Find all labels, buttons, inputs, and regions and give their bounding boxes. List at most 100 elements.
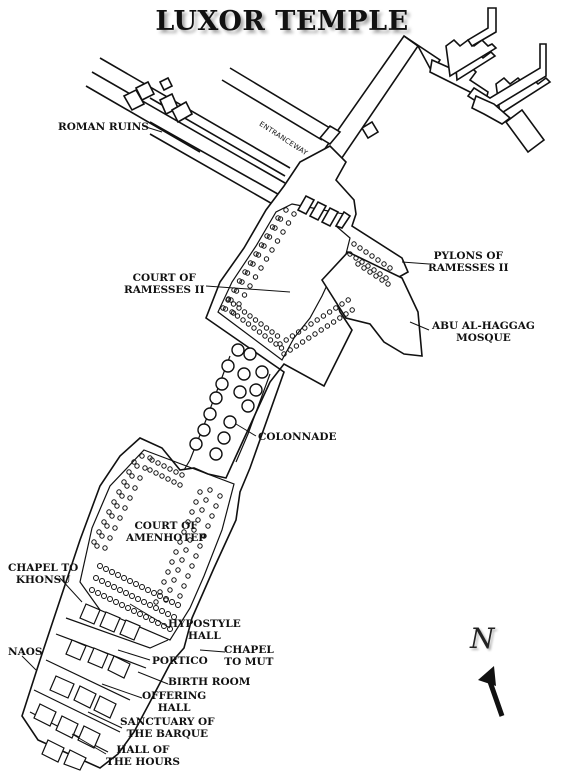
column-dot — [351, 241, 357, 247]
column-dot — [157, 589, 163, 595]
column-dot — [324, 323, 331, 329]
column-dot — [308, 321, 314, 327]
column-dot — [357, 245, 363, 251]
column-dot — [121, 575, 127, 581]
column-dot — [280, 229, 286, 235]
column-dot — [97, 563, 103, 569]
column-dot — [355, 261, 361, 267]
column-dot — [113, 599, 119, 605]
column-dot — [269, 224, 276, 230]
column-dot — [225, 297, 231, 303]
column-dot — [171, 577, 177, 583]
column-dot — [263, 256, 270, 262]
page-title: LUXOR TEMPLE — [155, 6, 409, 37]
column-dot — [261, 243, 267, 249]
column-dot — [272, 225, 278, 231]
column-dot — [277, 341, 283, 347]
column-dot — [302, 325, 308, 331]
column-dot — [242, 269, 248, 275]
column-dot — [241, 292, 248, 298]
column-dot — [117, 587, 123, 593]
column-dot — [159, 608, 165, 614]
column-dot — [263, 325, 270, 331]
column-dot — [99, 578, 105, 584]
column-dot — [131, 459, 137, 465]
amenhotep-court-columns — [89, 453, 223, 632]
column-dot — [104, 523, 110, 529]
column-dot — [330, 319, 337, 325]
temple-outline — [21, 145, 410, 769]
column-dot — [281, 351, 287, 357]
north-letter: N — [470, 622, 495, 655]
label-portico: PORTICO — [152, 655, 208, 667]
column-dot — [381, 261, 387, 267]
column-dot — [165, 611, 171, 617]
column-dot — [347, 251, 353, 257]
column-dot — [306, 335, 312, 341]
column-dot — [379, 277, 385, 283]
column-dot — [244, 270, 251, 276]
column-dot — [189, 563, 195, 569]
column-dot — [134, 463, 140, 469]
column-dot — [369, 253, 375, 259]
column-dot — [247, 260, 254, 266]
column-dot — [171, 614, 177, 620]
column-dot — [222, 306, 229, 312]
column-dot — [293, 343, 300, 349]
column-dot — [111, 584, 117, 590]
column-dot — [169, 599, 175, 605]
column-dot — [367, 269, 373, 275]
label-naos: NAOS — [8, 646, 43, 658]
column-dot — [256, 329, 263, 335]
column-dot — [122, 505, 128, 511]
column-dot — [337, 315, 343, 321]
column-dot — [291, 211, 297, 217]
column-dot — [345, 297, 351, 303]
column-dot — [171, 479, 177, 485]
column-dot — [96, 529, 102, 535]
column-dot — [373, 273, 379, 279]
column-dot — [375, 257, 381, 263]
column-dot — [247, 283, 253, 289]
column-dot — [153, 599, 159, 605]
column-dot — [119, 493, 125, 499]
column-dot — [385, 281, 391, 287]
mosque-building — [320, 251, 423, 357]
column-dot — [285, 220, 292, 226]
column-dot — [269, 329, 275, 335]
column-dot — [220, 305, 226, 311]
column-dot — [209, 513, 215, 519]
column-dot — [333, 305, 339, 311]
column-dot — [161, 463, 167, 469]
column-dot — [339, 301, 345, 307]
column-dot — [167, 466, 173, 472]
leader-lines — [21, 126, 430, 755]
column-dot — [129, 593, 135, 599]
column-dot — [217, 493, 223, 499]
column-dot — [253, 251, 259, 257]
column-dot — [181, 529, 187, 535]
column-dot — [159, 473, 165, 479]
column-dot — [142, 465, 148, 471]
column-dot — [387, 265, 393, 271]
column-dot — [277, 216, 284, 222]
column-dot — [173, 549, 179, 555]
column-dot — [343, 311, 349, 317]
column-dot — [109, 513, 115, 519]
column-dot — [137, 611, 143, 617]
inner-chambers — [33, 603, 141, 771]
column-dot — [320, 313, 327, 319]
column-dot — [114, 503, 120, 509]
column-dot — [124, 483, 130, 489]
column-dot — [139, 453, 145, 459]
column-dot — [105, 581, 111, 587]
column-dot — [353, 255, 359, 261]
column-dot — [299, 339, 306, 345]
column-dot — [125, 605, 131, 611]
column-dot — [264, 233, 270, 239]
column-dot — [185, 519, 191, 525]
